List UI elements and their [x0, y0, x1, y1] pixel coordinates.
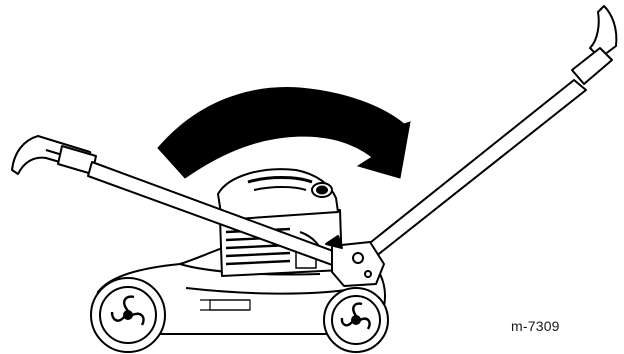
figure-code: m-7309 [511, 318, 560, 334]
wheel-icon [91, 278, 165, 352]
rotation-arrow-icon [158, 88, 410, 178]
wheel-icon [324, 288, 388, 352]
